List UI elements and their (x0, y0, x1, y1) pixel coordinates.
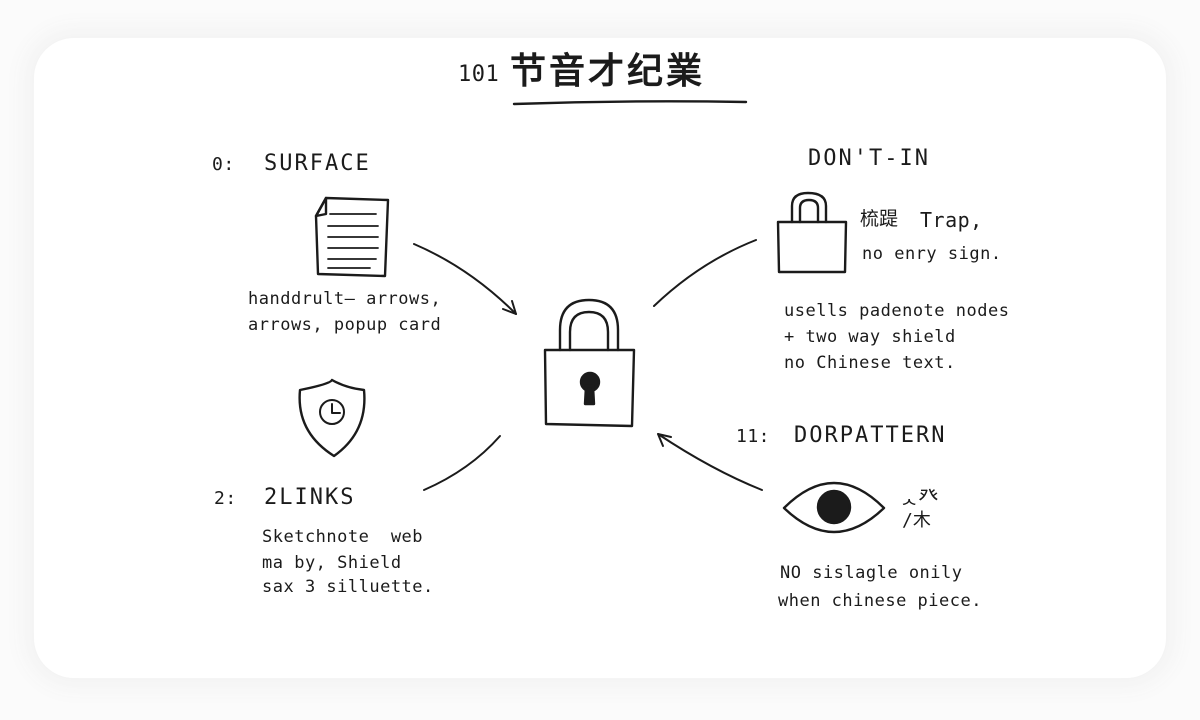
paper-background (34, 38, 1166, 678)
document-icon (314, 196, 390, 278)
caption-dont-in-line-3: no Chinese text. (784, 353, 956, 373)
page-title: 节音才纪業 (510, 51, 706, 92)
bag-padlock-icon (776, 191, 848, 274)
title-underline (512, 100, 748, 106)
dorpattern-glyph-line-2: /木 (902, 510, 931, 531)
caption-dont-in-line-2: + two way shield (784, 327, 956, 347)
dont-in-line-1: Trap, (920, 208, 983, 232)
caption-surface-line-1: handdrult– arrows, (248, 289, 442, 309)
section-heading-dorpattern: DORPATTERN (794, 423, 947, 448)
caption-links-line-1: Sketchnote web (262, 527, 424, 547)
eye-icon (782, 481, 886, 534)
section-number-links: 2: (214, 488, 237, 509)
section-heading-dont-in: DON'T-IN (808, 146, 930, 171)
section-number-surface: 0: (212, 154, 235, 175)
caption-surface-line-2: arrows, popup card (248, 315, 442, 335)
section-heading-links: 2LINKS (264, 485, 356, 510)
caption-links-line-2: ma by, Shield (262, 553, 402, 573)
dorpattern-glyph-line-1: ᆺ癶 (900, 484, 939, 508)
dont-in-cjk-label: 梳踶 (860, 208, 899, 230)
dont-in-line-2: no enry sign. (862, 244, 1002, 264)
caption-dorpattern-line-2: when chinese piece. (778, 591, 982, 611)
section-heading-surface: SURFACE (264, 151, 371, 176)
connector-arrows (413, 239, 763, 491)
title-number: 101 (458, 62, 500, 87)
caption-links-line-3: sax 3 silluette. (262, 577, 434, 597)
caption-dorpattern-line-1: NO sislagle onily (780, 563, 963, 583)
shield-clock-icon (298, 378, 366, 458)
padlock-icon (543, 298, 636, 428)
caption-dont-in-line-1: usells padenote nodes (784, 301, 1010, 321)
section-number-dorpattern: 11: (736, 426, 771, 447)
